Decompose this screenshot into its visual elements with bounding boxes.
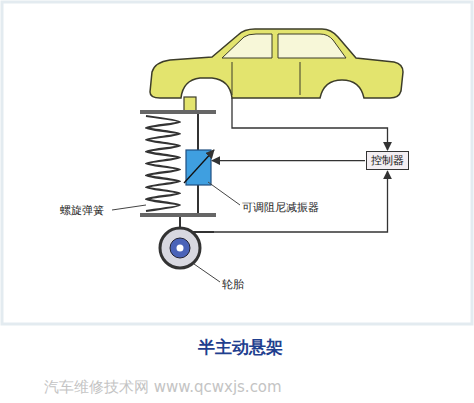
watermark: 汽车维修技术网 www.qcwxjs.com (44, 378, 282, 397)
coil-spring (146, 116, 180, 211)
part-label: 螺旋弹簧 (60, 204, 104, 217)
controller-box: 控制器 (366, 151, 409, 170)
signal-wire (232, 98, 388, 150)
damper-rod (197, 114, 199, 150)
upper-plate (140, 110, 216, 114)
door-line (232, 62, 233, 95)
hub-center (177, 245, 184, 252)
diagram-title: 半主动悬架 (198, 336, 283, 359)
signal-wire (214, 171, 388, 232)
car-window (278, 34, 346, 58)
door-line (300, 62, 301, 95)
lower-plate (140, 213, 216, 217)
car-body (150, 29, 403, 98)
leader-line (208, 182, 240, 205)
part-label: 可调阻尼减振器 (242, 201, 319, 214)
leader-line (112, 205, 146, 210)
signal-wire (212, 160, 365, 161)
part-label: 轮胎 (222, 278, 244, 291)
frame (2, 2, 472, 324)
tire (160, 228, 200, 268)
damper-rod (197, 185, 199, 213)
adjust-arrow (184, 150, 214, 183)
coil-spring (146, 116, 180, 211)
leader-line (194, 264, 220, 282)
mount-post (184, 97, 196, 111)
wheel-hub (170, 238, 190, 258)
car-window (222, 34, 272, 58)
node-text: 控制器 (371, 154, 404, 167)
